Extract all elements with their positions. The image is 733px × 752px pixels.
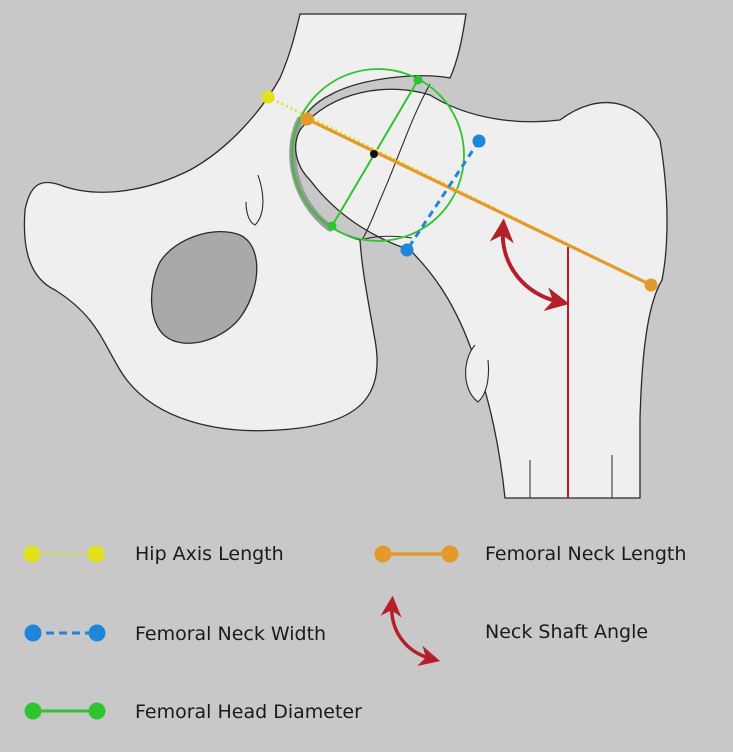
legend-symbol-femoral-neck-width (24, 624, 106, 642)
obturator-foramen (150, 231, 258, 344)
head-neck-junction (361, 83, 431, 241)
neck-shaft-angle-arrow (489, 218, 570, 311)
legend-symbol-femoral-neck-length (374, 545, 459, 563)
hip-axis-length-endpoint (261, 90, 275, 104)
pelvis-contour-line (245, 174, 264, 226)
femoral-neck-length-endpoint-top (300, 112, 314, 126)
legend-label-neck-shaft-angle: Neck Shaft Angle (485, 621, 649, 643)
femoral-neck-width-endpoint-top (472, 134, 486, 148)
legend-symbol-femoral-head-diameter (24, 702, 106, 720)
legend-label-femoral-neck-width: Femoral Neck Width (135, 623, 327, 645)
legend-label-femoral-neck-length: Femoral Neck Length (485, 543, 687, 565)
femoral-head-diameter-endpoint-top (413, 75, 423, 85)
femoral-head-circle (291, 68, 465, 242)
femur-outline (295, 88, 668, 499)
femoral-neck-width-endpoint-bottom (400, 243, 414, 257)
femoral-head-diameter-endpoint-bottom (327, 221, 337, 231)
legend-label-hip-axis-length: Hip Axis Length (135, 543, 284, 565)
lesser-trochanter (465, 344, 490, 403)
femoral-head-center (370, 150, 378, 158)
femoral-neck-width-line (405, 140, 481, 251)
legend-symbol-hip-axis-length (23, 545, 105, 563)
pelvis-outline (23, 13, 467, 432)
femoral-neck-length-endpoint-bottom (644, 278, 658, 292)
femoral-neck-length-line (306, 117, 652, 287)
legend-label-femoral-head-diameter: Femoral Head Diameter (135, 701, 362, 723)
legend-symbol-neck-shaft-angle (380, 595, 441, 666)
